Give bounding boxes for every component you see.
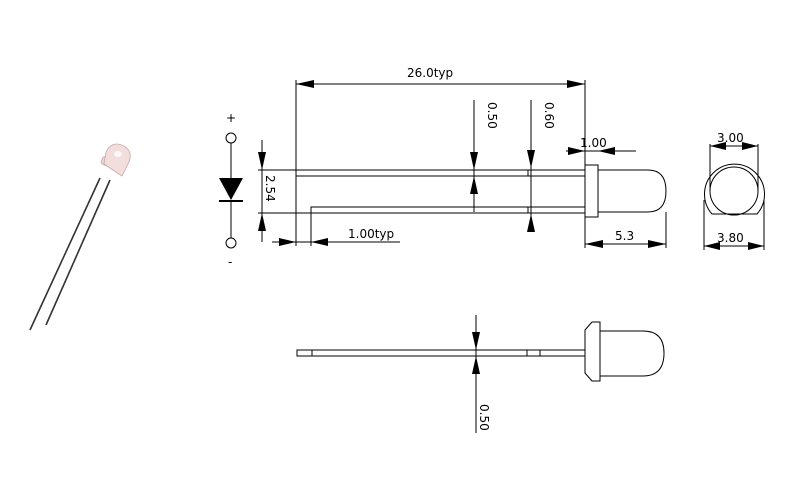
- arrow-left: [311, 238, 328, 246]
- arrow-left: [704, 242, 720, 250]
- lead-step-label: 0.60: [542, 102, 556, 129]
- overall-length-label: 26.0typ: [407, 66, 453, 80]
- arrow-right: [748, 242, 764, 250]
- diode-triangle: [219, 178, 243, 200]
- dim-flange-thickness: 1.00: [566, 136, 636, 155]
- dim-lead-thickness-side: 0.50: [472, 315, 491, 433]
- dim-lead-thickness-top: 0.50: [470, 100, 499, 212]
- arrow-left: [296, 80, 314, 88]
- lead-offset-label: 1.00typ: [348, 227, 394, 241]
- flange-end-view: [704, 163, 765, 215]
- anode-terminal: [225, 132, 237, 144]
- polarity-minus-label: -: [228, 255, 232, 269]
- led-photo-lead-long: [29, 177, 101, 331]
- lead-side-view: [296, 349, 586, 357]
- arrow-down: [527, 150, 535, 168]
- arrow-left: [585, 240, 603, 248]
- lens-body-top-view: [597, 169, 667, 213]
- flange-diameter-label: 3.80: [717, 231, 744, 245]
- dim-lead-step: 0.60: [527, 100, 556, 232]
- lead-thickness-top-label: 0.50: [485, 102, 499, 129]
- cathode-terminal: [225, 237, 237, 249]
- dim-lead-spacing: 2.54: [258, 140, 311, 242]
- arrow-left: [710, 142, 726, 150]
- arrow-up: [472, 356, 480, 374]
- lens-diameter-label: 3.00: [717, 131, 744, 145]
- arrow-up: [258, 213, 266, 231]
- flange-thickness-label: 1.00: [580, 136, 607, 150]
- lead-thickness-side-label: 0.50: [477, 404, 491, 431]
- arrow-down: [470, 152, 478, 170]
- top-view: [295, 164, 667, 218]
- body-length-label: 5.3: [615, 229, 634, 243]
- arrow-right: [648, 240, 666, 248]
- led-photo-highlight: [114, 151, 122, 157]
- end-view: [704, 163, 765, 216]
- arrow-right: [567, 80, 585, 88]
- arrow-right: [742, 142, 758, 150]
- dim-overall-length: 26.0typ: [295, 66, 586, 170]
- dim-flange-diameter: 3.80: [703, 200, 765, 250]
- arrow-down: [258, 152, 266, 170]
- lead-anode: [295, 169, 586, 177]
- arrow-up: [527, 214, 535, 232]
- led-photo-lens: [103, 143, 131, 177]
- led-photo-lead-short: [45, 179, 111, 326]
- diode-symbol: + -: [219, 111, 243, 269]
- dim-lead-offset: 1.00typ: [272, 176, 400, 246]
- lens-body-side-view: [599, 330, 665, 377]
- arrow-left: [598, 147, 615, 155]
- arrow-down: [472, 332, 480, 350]
- arrow-right: [568, 147, 585, 155]
- lead-spacing-label: 2.54: [263, 175, 277, 202]
- led-photo: [29, 143, 131, 331]
- side-view: [296, 321, 665, 382]
- lead-cathode: [310, 206, 586, 214]
- dim-body-length: 5.3: [584, 212, 667, 248]
- arrow-right: [279, 238, 296, 246]
- flange-side-view: [584, 321, 601, 382]
- dim-lens-diameter: 3.00: [709, 131, 759, 191]
- arrow-up: [470, 176, 478, 194]
- polarity-plus-label: +: [226, 111, 236, 125]
- flange-top-view: [584, 164, 599, 218]
